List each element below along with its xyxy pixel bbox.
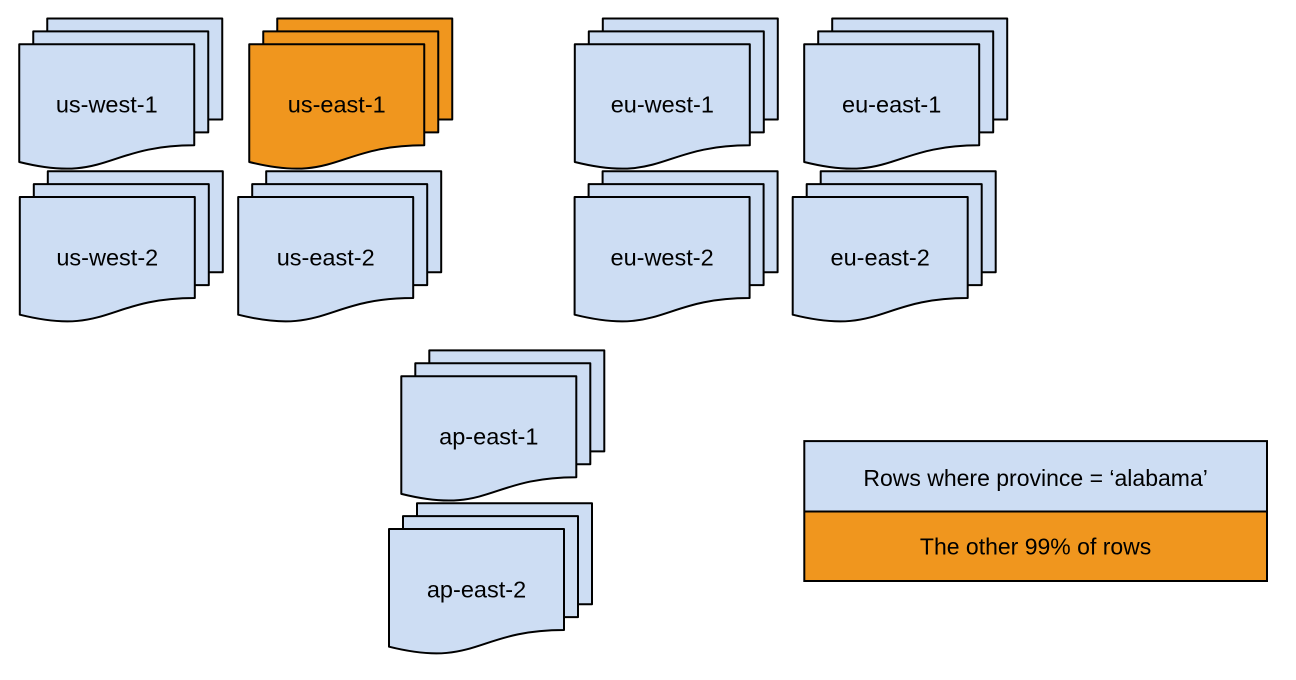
- svg-text:ap-east-1: ap-east-1: [439, 424, 538, 450]
- svg-text:Rows where province = ‘alabama: Rows where province = ‘alabama’: [863, 465, 1208, 491]
- svg-text:eu-west-2: eu-west-2: [611, 244, 714, 270]
- svg-text:us-east-1: us-east-1: [288, 92, 386, 118]
- svg-text:eu-east-1: eu-east-1: [842, 92, 941, 118]
- svg-text:eu-east-2: eu-east-2: [831, 244, 930, 270]
- svg-text:eu-west-1: eu-west-1: [611, 92, 714, 118]
- svg-text:us-west-1: us-west-1: [56, 92, 158, 118]
- svg-text:us-east-2: us-east-2: [277, 244, 375, 270]
- svg-text:us-west-2: us-west-2: [56, 244, 158, 270]
- svg-text:The other 99% of rows: The other 99% of rows: [920, 534, 1151, 560]
- svg-text:ap-east-2: ap-east-2: [427, 576, 526, 602]
